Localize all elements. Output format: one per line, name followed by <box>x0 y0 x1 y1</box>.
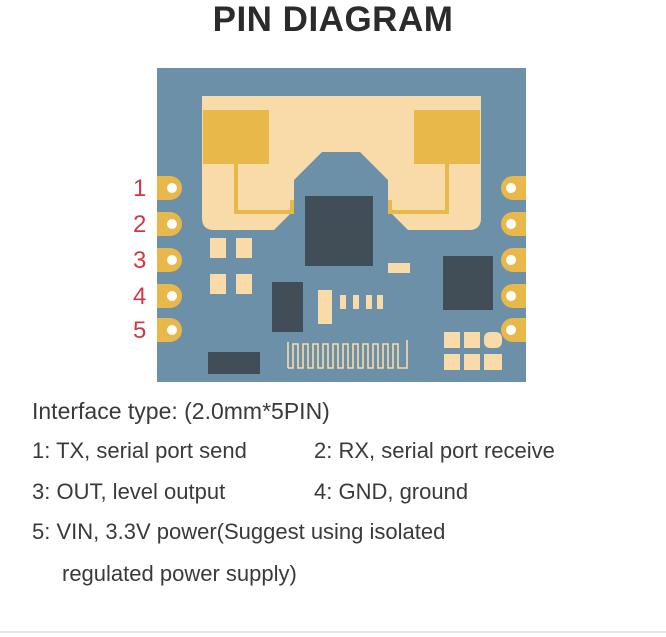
antenna-trace-right <box>388 164 449 214</box>
pin-number-3: 3 <box>133 247 147 274</box>
antenna-area <box>202 96 481 230</box>
pin2-description: 2: RX, serial port receive <box>314 438 555 463</box>
pin4-description: 4: GND, ground <box>314 479 469 504</box>
smd-pad <box>444 332 460 348</box>
pin-number-4: 4 <box>133 283 147 310</box>
smd-pad <box>210 238 226 258</box>
meander-trace <box>287 340 408 369</box>
antenna-pad-left <box>203 110 269 164</box>
left-pins <box>157 176 182 342</box>
pin-5-pad <box>157 318 182 342</box>
antenna-trace-left <box>234 164 294 214</box>
pin-number-1: 1 <box>133 175 147 202</box>
pin-1-pad <box>157 176 182 200</box>
pin-3-pad <box>157 248 182 272</box>
smd-pad <box>340 295 346 309</box>
interface-type-text: Interface type: (2.0mm*5PIN) <box>32 398 330 424</box>
smd-pad <box>236 274 252 294</box>
pin-4-pad <box>157 284 182 308</box>
bottom-chip <box>208 352 260 374</box>
pin3-description: 3: OUT, level output <box>32 479 226 504</box>
right-pin-pad <box>501 248 526 272</box>
small-chip <box>272 282 303 332</box>
smd-pad <box>484 332 502 348</box>
smd-pad <box>318 290 332 324</box>
page-title: PIN DIAGRAM <box>212 0 454 39</box>
antenna-pad-right <box>414 110 480 164</box>
smd-resistor <box>388 263 410 273</box>
right-pin-pad <box>501 318 526 342</box>
smd-pad <box>377 295 383 309</box>
pin5-description: 5: VIN, 3.3V power(Suggest using isolate… <box>32 519 446 544</box>
secondary-chip <box>443 256 493 310</box>
smd-pad <box>464 354 480 370</box>
smd-pad <box>444 354 460 370</box>
pin-2-pad <box>157 212 182 236</box>
smd-pad <box>464 332 480 348</box>
smd-pad <box>210 274 226 294</box>
pin1-description: 1: TX, serial port send <box>32 438 247 463</box>
divider <box>0 631 666 633</box>
pin-number-2: 2 <box>133 211 147 238</box>
smd-pad <box>366 295 372 309</box>
smd-pad <box>236 238 252 258</box>
smd-pad <box>484 354 502 370</box>
pin-number-5: 5 <box>133 317 147 344</box>
main-chip <box>305 196 373 266</box>
right-pin-pad <box>501 212 526 236</box>
right-pin-pad <box>501 284 526 308</box>
smd-pad <box>353 295 359 309</box>
right-pin-pad <box>501 176 526 200</box>
right-pins <box>501 176 526 342</box>
pin5-description-cont: regulated power supply) <box>62 561 297 586</box>
